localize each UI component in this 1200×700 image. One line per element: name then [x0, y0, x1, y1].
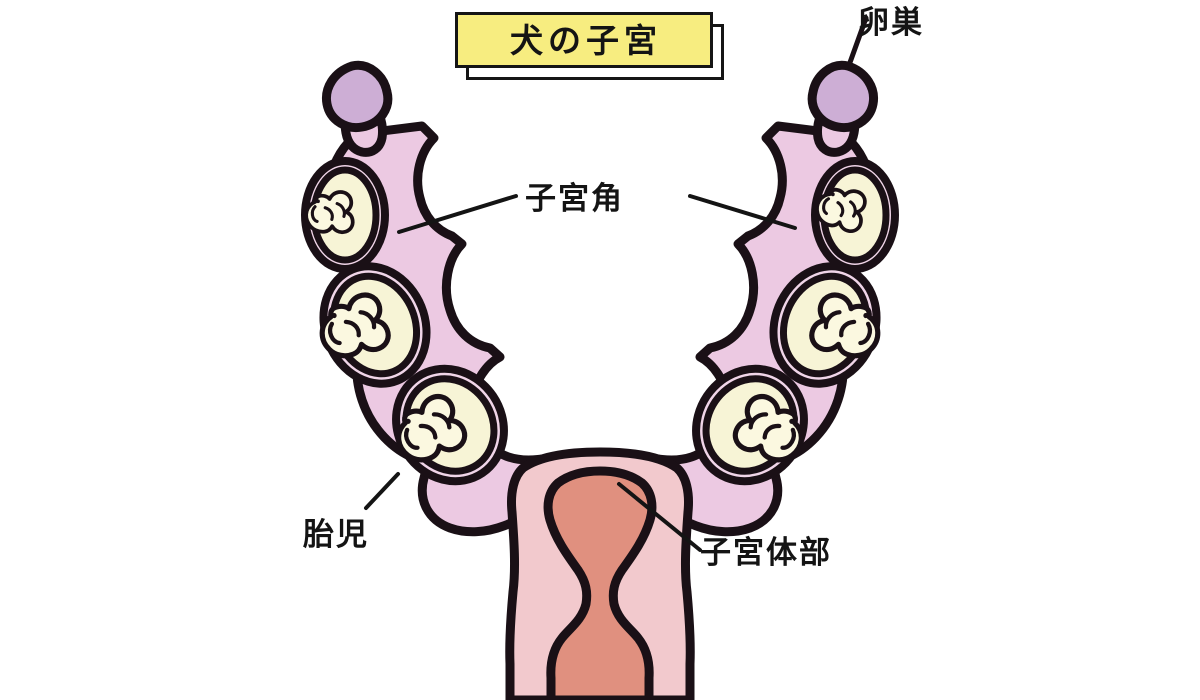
uterine-horn-right-leader-line	[688, 194, 797, 230]
title-box: 犬の子宮	[455, 12, 713, 68]
label-fetus: 胎児	[303, 517, 369, 553]
uterine-horn-left-leader-line	[397, 194, 518, 234]
ovary-left	[321, 60, 393, 133]
fetus-sac-right-3	[692, 364, 825, 486]
fetus-leader-line	[364, 472, 400, 510]
label-uterine-body: 子宮体部	[700, 535, 832, 571]
uterine-horn-right	[637, 15, 899, 537]
label-uterine-horn: 子宮角	[525, 181, 624, 217]
uterine-horn-left	[301, 60, 563, 537]
fetus-sac-left-1	[301, 157, 389, 273]
fetus-sac-left-2	[306, 262, 431, 388]
page-title: 犬の子宮	[510, 20, 662, 60]
fetus-sac-right-2	[769, 262, 894, 388]
leader-lines	[364, 194, 797, 552]
uterine-body	[505, 447, 695, 700]
ovary-right	[807, 60, 879, 133]
uterine-body-leader-line	[617, 482, 702, 552]
fetus-sac-left-3	[374, 364, 508, 486]
fetus-sac-right-1	[811, 157, 899, 273]
ovary-leader-line	[845, 15, 869, 71]
label-ovary: 卵巣	[858, 5, 924, 41]
